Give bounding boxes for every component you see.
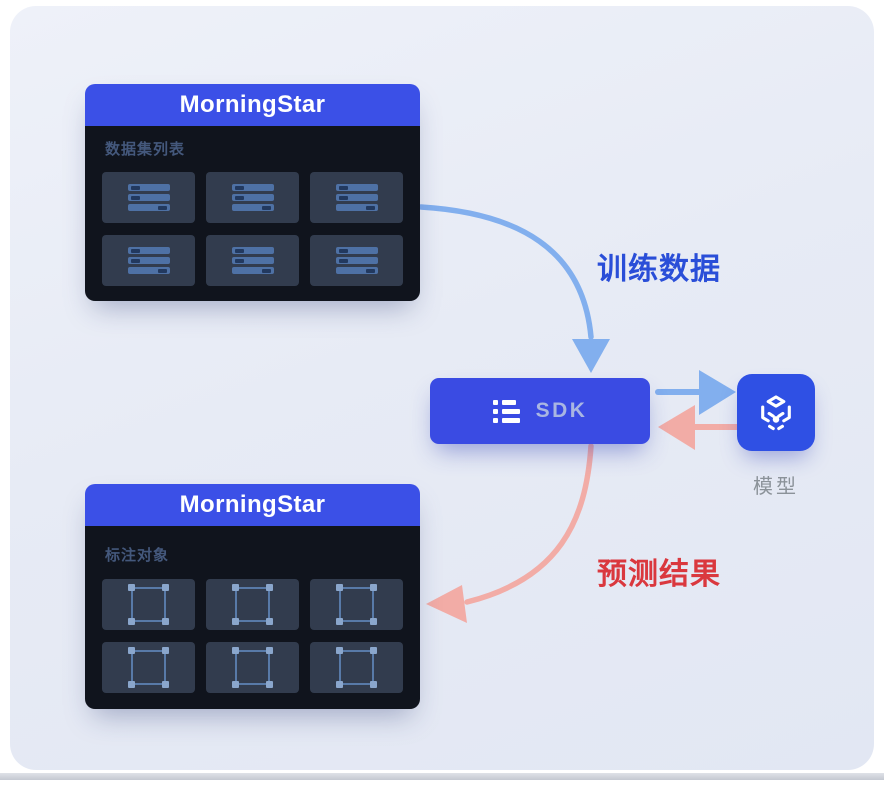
brand-logo: MorningStar — [179, 491, 326, 518]
dataset-tile-grid — [102, 172, 403, 286]
annotation-tile — [206, 579, 299, 630]
bounding-box-icon — [128, 647, 169, 688]
annotation-card: MorningStar 标注对象 — [85, 484, 420, 709]
prediction-arrowhead — [426, 585, 467, 623]
dataset-tile — [310, 235, 403, 286]
annotation-card-header: MorningStar — [85, 484, 420, 526]
bounding-box-icon — [232, 584, 273, 625]
annotation-tile-grid — [102, 579, 403, 693]
list-icon — [492, 399, 520, 423]
background-panel: MorningStar 数据集列表 MorningStar 标注对象 — [10, 6, 874, 770]
list-rows-icon — [127, 184, 170, 211]
bounding-box-icon — [336, 584, 377, 625]
annotation-tile — [310, 642, 403, 693]
dataset-card-title: 数据集列表 — [105, 141, 186, 158]
annotation-card-title: 标注对象 — [105, 547, 170, 564]
list-rows-icon — [231, 184, 274, 211]
cube-network-icon — [761, 394, 791, 430]
annotation-card-body: 标注对象 — [85, 526, 420, 709]
annotation-tile — [102, 642, 195, 693]
sdk-node: SDK — [430, 378, 650, 444]
sdk-label: SDK — [535, 399, 588, 422]
page-bottom-edge — [0, 773, 884, 780]
annotation-tile — [310, 579, 403, 630]
model-to-sdk-arrowhead — [658, 405, 695, 450]
training-data-label: 训练数据 — [597, 253, 721, 286]
list-rows-icon — [127, 247, 170, 274]
list-rows-icon — [335, 184, 378, 211]
dataset-card-header: MorningStar — [85, 84, 420, 126]
dataset-card-body: 数据集列表 — [85, 126, 420, 301]
list-rows-icon — [231, 247, 274, 274]
dataset-tile — [310, 172, 403, 223]
bounding-box-icon — [232, 647, 273, 688]
bounding-box-icon — [128, 584, 169, 625]
bounding-box-icon — [336, 647, 377, 688]
dataset-tile — [102, 235, 195, 286]
brand-logo: MorningStar — [179, 91, 326, 118]
training-arrowhead — [572, 339, 610, 373]
training-arrow-curve — [418, 204, 594, 340]
prediction-result-label: 预测结果 — [597, 558, 721, 591]
dataset-tile — [206, 172, 299, 223]
annotation-tile — [206, 642, 299, 693]
model-node — [737, 374, 815, 451]
prediction-arrow-curve — [464, 443, 594, 605]
sdk-to-model-arrowhead — [699, 370, 736, 415]
dataset-card: MorningStar 数据集列表 — [85, 84, 420, 301]
list-rows-icon — [335, 247, 378, 274]
dataset-tile — [102, 172, 195, 223]
model-caption: 模型 — [753, 476, 799, 498]
annotation-tile — [102, 579, 195, 630]
dataset-tile — [206, 235, 299, 286]
